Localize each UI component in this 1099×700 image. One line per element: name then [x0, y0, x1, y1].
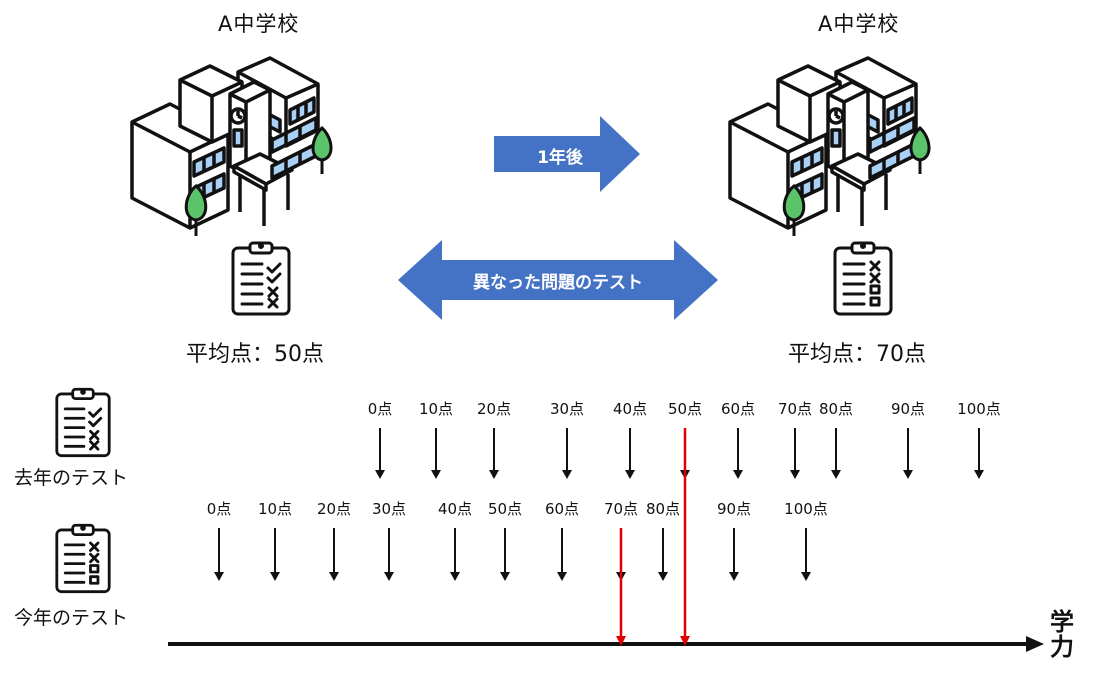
red-arrowhead-70: [616, 636, 626, 646]
last-year-tick-arrow: [562, 428, 572, 479]
this-year-test-label: 今年のテスト: [14, 607, 129, 629]
this-year-tick-label: 40点: [437, 500, 473, 518]
last-year-tick-label: 10点: [418, 400, 454, 418]
this-year-tick-arrow: [801, 528, 811, 581]
last-year-tick-label: 50点: [667, 400, 703, 418]
last-year-tick-arrow: [790, 428, 800, 479]
this-year-tick-arrow: [329, 528, 339, 581]
year-later-label: 1年後: [537, 148, 583, 168]
this-year-tick-arrow: [384, 528, 394, 581]
last-year-tick-arrow: [733, 428, 743, 479]
this-year-tick-arrow: [658, 528, 668, 581]
last-year-tick-arrow: [625, 428, 635, 479]
this-year-tick-arrow: [500, 528, 510, 581]
this-year-tick-arrow: [557, 528, 567, 581]
this-year-tick-arrow: [729, 528, 739, 581]
last-year-tick-arrow: [974, 428, 984, 479]
last-year-tick-label: 60点: [720, 400, 756, 418]
this-year-tick-label: 50点: [487, 500, 523, 518]
red-arrowhead-50: [680, 636, 690, 646]
this-year-tick-label: 0点: [206, 500, 232, 518]
this-year-tick-arrow: [450, 528, 460, 581]
right-school-average: 平均点：70点: [788, 342, 926, 367]
this-year-tick-label: 70点: [603, 500, 639, 518]
this-year-tick-label: 10点: [257, 500, 293, 518]
right-school-name: A中学校: [818, 12, 900, 36]
last-year-tick-label: 20点: [476, 400, 512, 418]
last-year-tick-label: 0点: [367, 400, 393, 418]
this-year-tick-label: 90点: [716, 500, 752, 518]
last-year-test-label: 去年のテスト: [14, 467, 129, 489]
ability-axis-label: 学 力: [1050, 608, 1074, 662]
axis-label-char-2: 力: [1050, 633, 1074, 662]
this-year-tick-label: 60点: [544, 500, 580, 518]
left-school-name: A中学校: [218, 12, 300, 36]
year-later-arrow: [494, 116, 640, 192]
axis-label-char-1: 学: [1050, 608, 1074, 636]
last-year-tick-label: 30点: [549, 400, 585, 418]
different-test-label: 異なった問題のテスト: [473, 273, 643, 293]
this-year-tick-label: 80点: [645, 500, 681, 518]
last-year-tick-label: 40点: [612, 400, 648, 418]
last-year-tick-arrow: [489, 428, 499, 479]
different-test-double-arrow: [398, 240, 718, 320]
last-year-tick-label: 80点: [818, 400, 854, 418]
this-year-tick-arrow: [270, 528, 280, 581]
last-year-tick-label: 70点: [777, 400, 813, 418]
last-year-tick-arrow: [903, 428, 913, 479]
this-year-tick-label: 30点: [371, 500, 407, 518]
this-year-tick-arrow: [214, 528, 224, 581]
last-year-tick-arrow: [375, 428, 385, 479]
this-year-tick-label: 100点: [784, 500, 828, 518]
left-school-average: 平均点：50点: [186, 342, 324, 367]
this-year-tick-label: 20点: [316, 500, 352, 518]
last-year-tick-arrow: [831, 428, 841, 479]
last-year-tick-arrow: [431, 428, 441, 479]
last-year-tick-label: 100点: [957, 400, 1001, 418]
last-year-tick-label: 90点: [890, 400, 926, 418]
